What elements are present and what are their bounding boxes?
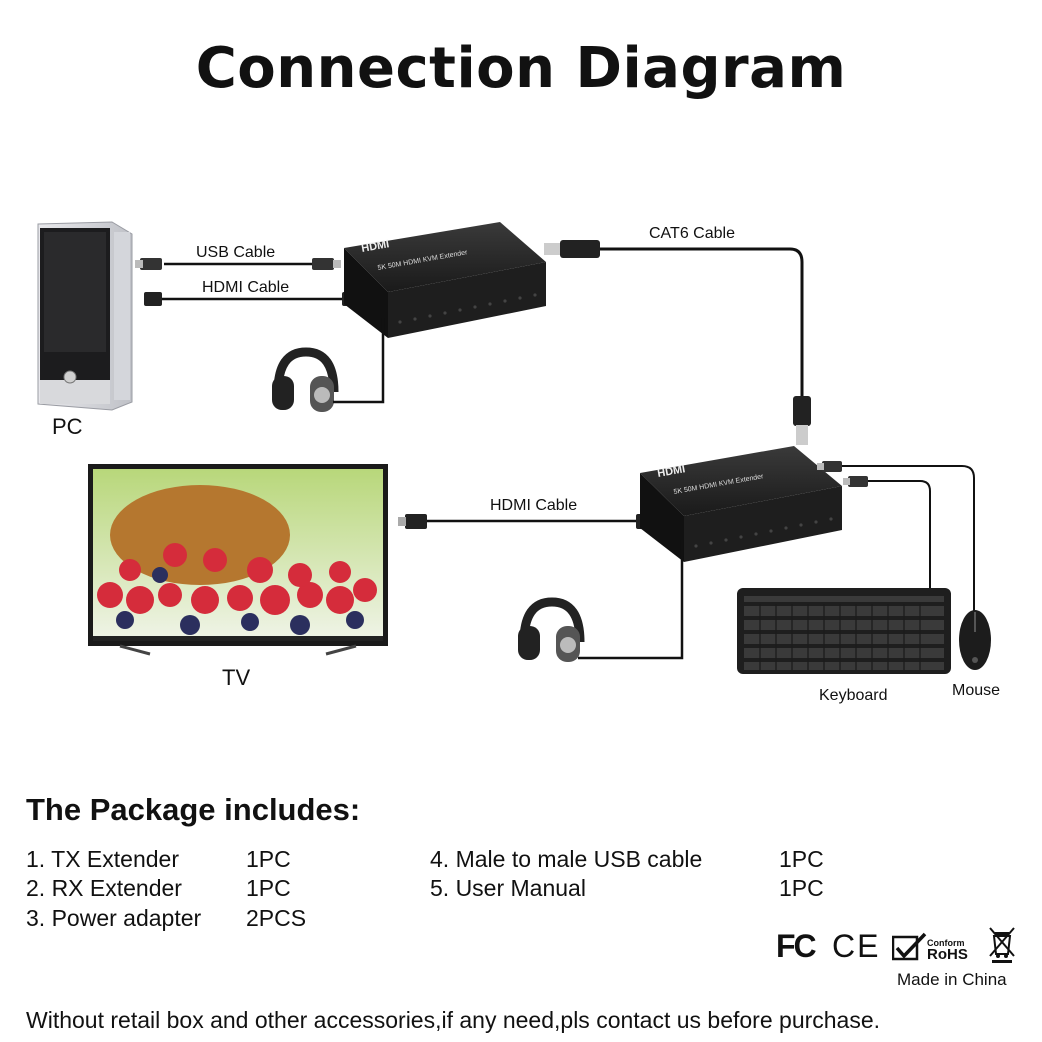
tx-brand-text: HDMI — [360, 238, 390, 255]
connection-diagram: HDMI 5K 50M HDMI KVM Extender — [37, 221, 991, 674]
package-item-qty: 1PC — [246, 846, 291, 872]
headphones-tx-icon — [272, 347, 339, 412]
package-heading: The Package includes: — [26, 792, 361, 827]
package-item-qty: 1PC — [246, 875, 291, 901]
keyboard-icon — [737, 588, 951, 674]
cat6-cable — [544, 240, 811, 445]
pc-tower-icon — [37, 221, 133, 411]
package-item-name: 3. Power adapter — [26, 905, 202, 931]
tv-icon — [88, 464, 388, 656]
package-item-qty: 1PC — [779, 875, 824, 901]
package-item-name: 5. User Manual — [430, 875, 586, 901]
package-item-qty: 2PCS — [246, 905, 307, 931]
cat6-cable-label: CAT6 Cable — [649, 225, 735, 242]
package-item-name: 1. TX Extender — [26, 846, 179, 872]
tx-extender-device: HDMI 5K 50M HDMI KVM Extender — [344, 222, 546, 338]
ce-mark-icon: CE — [832, 928, 881, 964]
audio-cable-rx — [578, 540, 684, 660]
usb-cables-rx — [817, 461, 975, 612]
hdmi-cable-label-bottom: HDMI Cable — [490, 497, 578, 514]
audio-cable-tx — [333, 318, 385, 404]
package-item-name: 4. Male to male USB cable — [430, 846, 703, 872]
package-item-name: 2. RX Extender — [26, 875, 182, 901]
headphones-rx-icon — [518, 597, 585, 662]
pc-label: PC — [52, 414, 83, 439]
keyboard-label: Keyboard — [819, 687, 888, 704]
mouse-icon — [959, 610, 991, 670]
weee-bin-icon — [989, 927, 1015, 963]
rx-brand-text: HDMI — [656, 463, 686, 480]
mouse-label: Mouse — [952, 682, 1001, 699]
footer-note: Without retail box and other accessories… — [26, 1007, 881, 1033]
page-title: Connection Diagram — [195, 36, 847, 101]
package-item-qty: 1PC — [779, 846, 824, 872]
rohs-conform-text: Conform — [927, 938, 965, 948]
rohs-check-icon — [892, 932, 927, 961]
hdmi-cable-label-top: HDMI Cable — [202, 279, 290, 296]
usb-cable-label: USB Cable — [196, 244, 276, 261]
made-in-china: Made in China — [897, 970, 1007, 989]
usb-cable-tx — [135, 258, 341, 270]
hdmi-cable-rx — [398, 514, 661, 529]
rx-extender-device: HDMI 5K 50M HDMI KVM Extender — [640, 446, 842, 562]
fc-mark-icon: FC — [776, 928, 817, 964]
rohs-text: RoHS — [927, 946, 968, 963]
tv-label: TV — [222, 665, 251, 690]
